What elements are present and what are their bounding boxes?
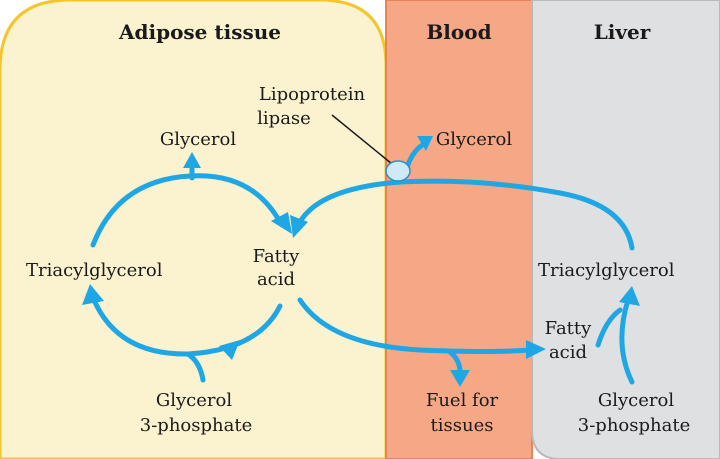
arrowhead-to-liver-fatty-acid <box>526 340 546 359</box>
lipoprotein-lipase-enzyme-icon <box>385 160 411 182</box>
adipose-triacylglycerol-label: Triacylglycerol <box>26 260 163 281</box>
arrowhead-adipose-bottom-branch <box>219 340 240 360</box>
lipoprotein-lipase-label-1: Lipoprotein <box>259 84 366 105</box>
adipose-g3p-label-2: 3-phosphate <box>140 415 252 436</box>
adipose-glycerol-label: Glycerol <box>160 129 236 150</box>
adipose-fatty-acid-label-2: acid <box>257 269 295 290</box>
adipose-g3p-label-1: Glycerol <box>156 390 232 411</box>
arrowhead-adipose-tag <box>82 284 104 305</box>
arrow-liver-g3p-to-tag <box>619 297 635 385</box>
lipoprotein-lipase-label-2: lipase <box>257 108 311 129</box>
arrow-g3p-incoming <box>185 351 206 383</box>
liver-fatty-acid-label-2: acid <box>549 342 587 363</box>
adipose-tissue-title: Adipose tissue <box>118 20 281 44</box>
arrow-fatty-acid-to-liver <box>297 297 533 354</box>
blood-glycerol-label: Glycerol <box>436 129 512 150</box>
arrow-liver-fatty-acid-branch <box>595 307 623 348</box>
arrowhead-adipose-glycerol <box>183 152 201 168</box>
arrowhead-blood-glycerol <box>417 136 433 151</box>
liver-g3p-label-1: Glycerol <box>598 390 674 411</box>
arrow-liver-to-adipose-fatty-acid <box>297 178 635 251</box>
arrowhead-liver-to-adipose <box>290 215 308 238</box>
arrowhead-fatty-acid-top <box>271 212 292 234</box>
arrowhead-liver-tag <box>619 286 640 306</box>
liver-title: Liver <box>594 20 651 44</box>
lipase-pointer-line <box>331 114 393 165</box>
adipose-cycle-arrows <box>82 152 292 383</box>
liver-triacylglycerol-label: Triacylglycerol <box>538 260 675 281</box>
fuel-for-tissues-label-1: Fuel for <box>426 390 499 411</box>
fuel-for-tissues-label-2: tissues <box>431 415 494 436</box>
liver-g3p-label-2: 3-phosphate <box>578 415 690 436</box>
adipose-fatty-acid-label-1: Fatty <box>253 246 300 267</box>
adipose-tissue-region <box>0 0 388 459</box>
liver-fatty-acid-label-1: Fatty <box>545 318 592 339</box>
blood-title: Blood <box>426 20 491 44</box>
arrowhead-fuel <box>450 370 470 387</box>
